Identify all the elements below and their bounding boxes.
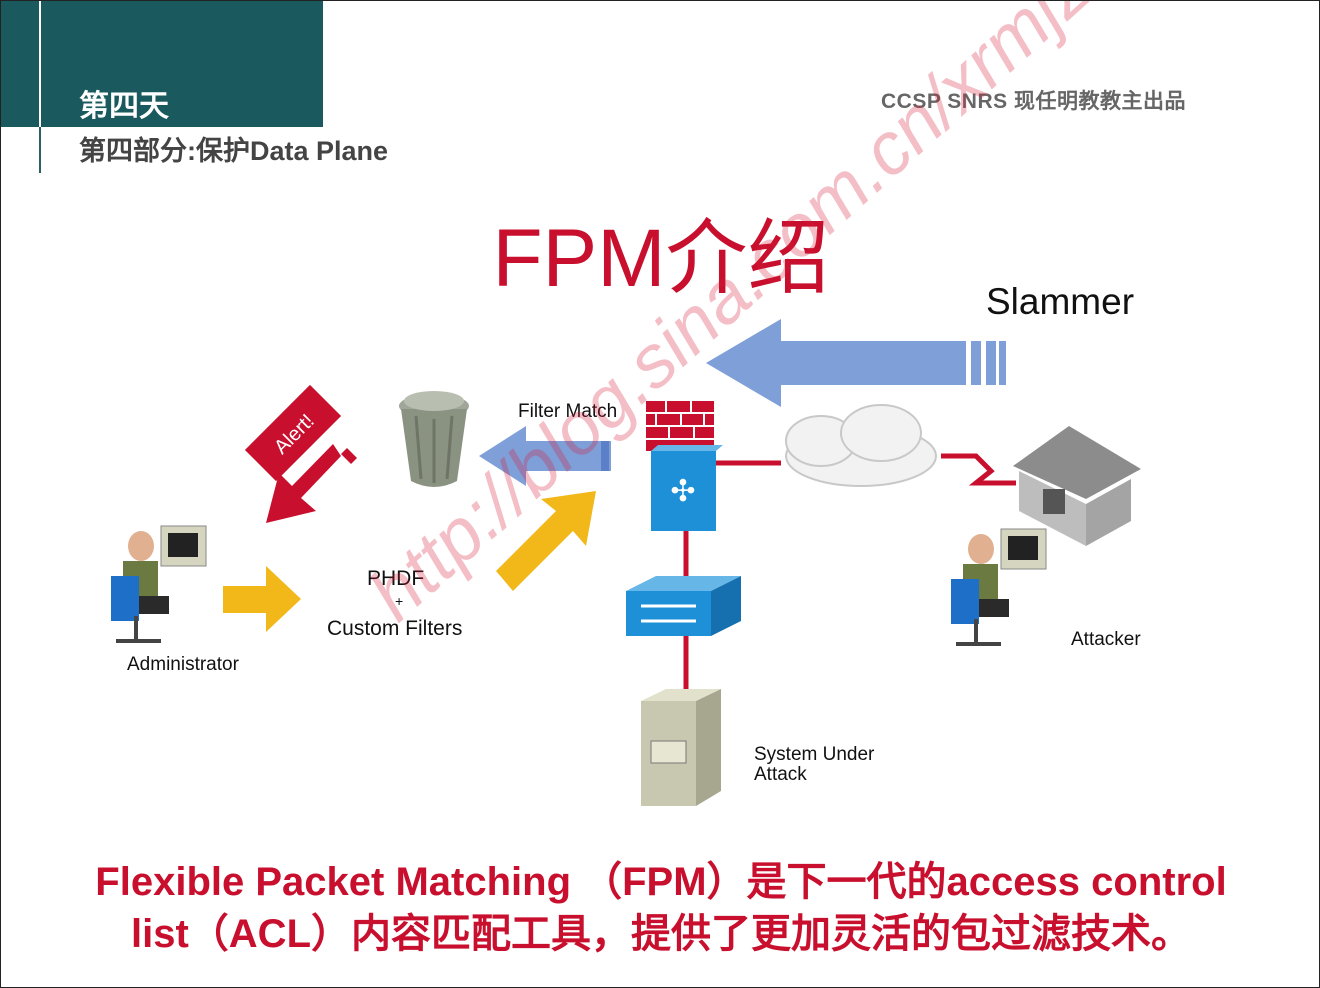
plus-label: +: [395, 593, 404, 609]
slide-title: FPM介绍: [492, 213, 830, 304]
day-label: 第四天: [79, 90, 169, 123]
internet-cloud-icon: [785, 404, 937, 487]
yellow-arrow-right: [223, 566, 301, 632]
switch-icon: [626, 576, 741, 636]
trash-can-icon: [399, 391, 469, 487]
administrator-label: Administrator: [127, 654, 239, 675]
custom-filters-label: Custom Filters: [327, 617, 463, 640]
header-box: [1, 1, 323, 127]
filter-match-arrow: [479, 426, 611, 486]
alert-badge: Alert!: [244, 384, 342, 482]
svg-text:✣: ✣: [670, 474, 695, 509]
firewall-router-icon: ✣: [646, 401, 723, 531]
attack-label: Attack: [754, 764, 807, 785]
header-rule-inner: [39, 1, 41, 127]
description-line-1: Flexible Packet Matching （FPM）是下一代的acces…: [95, 860, 1227, 904]
red-alert-arrow: [266, 444, 357, 523]
credit-label: CCSP SNRS 现任明教教主出品: [881, 90, 1186, 113]
description-line-2: list（ACL）内容匹配工具，提供了更加灵活的包过滤技术。: [131, 912, 1191, 956]
yellow-arrow-diagonal: [496, 491, 596, 591]
server-icon: [641, 689, 721, 806]
administrator-workstation-icon: [111, 525, 207, 643]
system-under-label: System Under: [754, 744, 875, 765]
slammer-arrow: [706, 319, 1006, 407]
link-cloud-house: [941, 453, 1016, 486]
filter-match-label: Filter Match: [518, 401, 618, 422]
attacker-label: Attacker: [1071, 629, 1141, 650]
slammer-label: Slammer: [986, 281, 1135, 322]
phdf-label: PHDF: [367, 567, 425, 590]
attacker-workstation-icon: [951, 528, 1047, 646]
house-icon: [1013, 426, 1141, 546]
part-label: 第四部分:保护Data Plane: [79, 136, 389, 166]
